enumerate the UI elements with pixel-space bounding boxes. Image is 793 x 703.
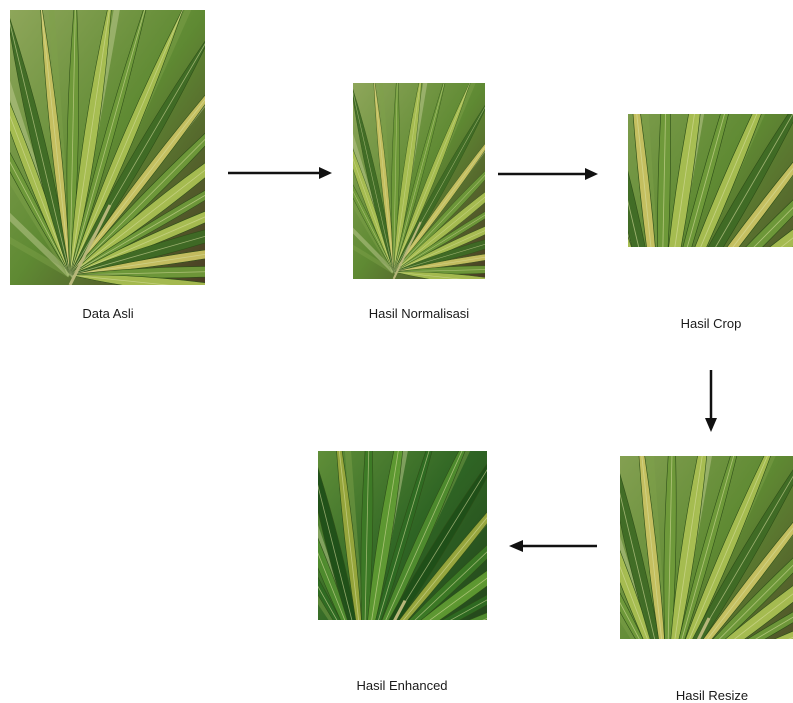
palm-leaf-original [10,10,205,285]
original-leaf-image [10,10,205,285]
label-original: Data Asli [82,306,133,321]
cropped-leaf-image [628,114,793,247]
arrow-cropped-to-resized [703,370,719,432]
arrow-resized-to-enhanced [509,538,597,554]
arrow-original-to-normalized [228,165,332,181]
enhanced-leaf-image [318,451,487,620]
palm-leaf-cropped [628,114,793,247]
palm-leaf-enhanced [318,451,487,620]
normalized-leaf-image [353,83,485,279]
label-enhanced: Hasil Enhanced [356,678,447,693]
label-resized: Hasil Resize [676,688,748,703]
label-cropped: Hasil Crop [681,316,742,331]
palm-leaf-resized [620,456,793,639]
palm-leaf-normalized [353,83,485,279]
resized-leaf-image [620,456,793,639]
label-normalized: Hasil Normalisasi [369,306,469,321]
arrow-normalized-to-cropped [498,166,598,182]
